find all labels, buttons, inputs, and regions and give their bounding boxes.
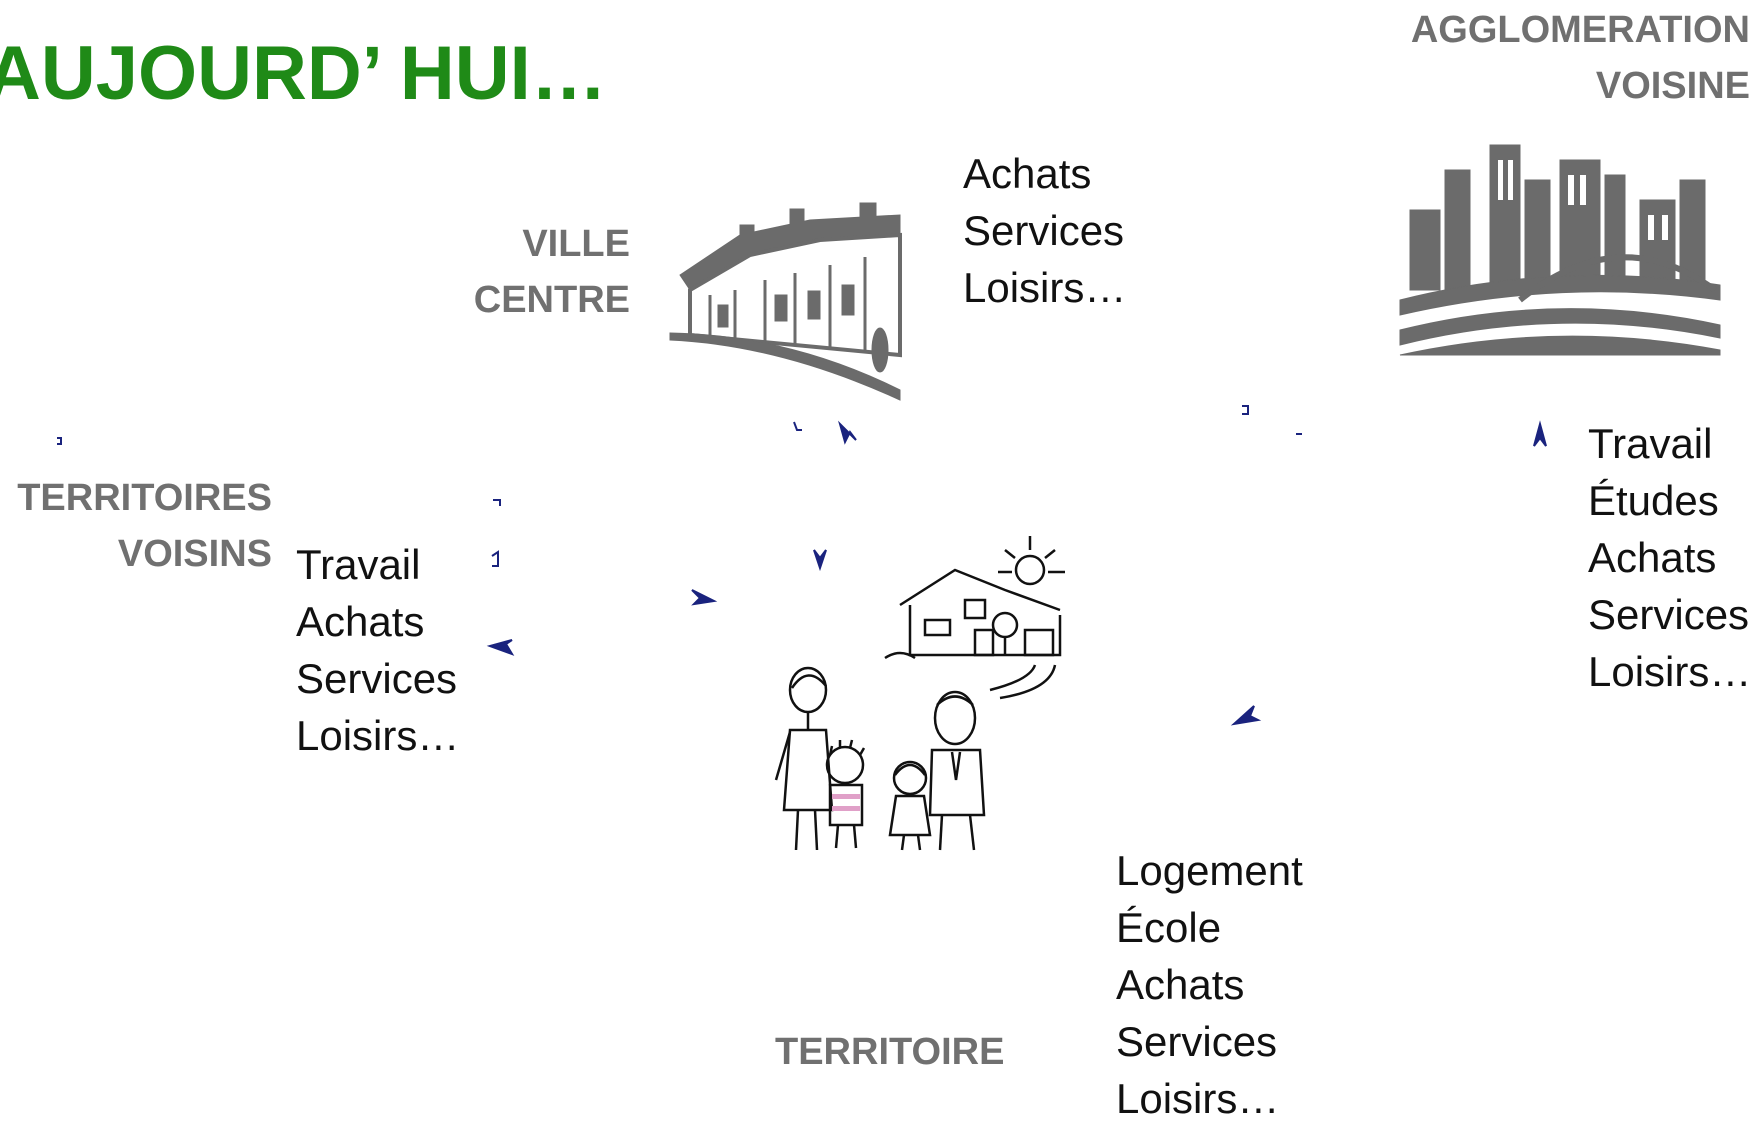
list-item: Achats (1588, 534, 1717, 581)
village-illustration (669, 202, 902, 401)
list-item: Loisirs… (296, 712, 460, 759)
list-item: Services (963, 207, 1125, 254)
agglomeration-label-line2: VOISINE (1595, 65, 1750, 107)
list-item: Services (1116, 1018, 1278, 1065)
family-illustration (774, 666, 986, 851)
list-item: Études (1588, 477, 1719, 524)
agglomeration-label-line1: AGGLOMERATION (1410, 9, 1750, 51)
territoires-voisins-label-line2: VOISINS (117, 533, 272, 575)
territoires-voisins-label: TERRITOIRES VOISINS (0, 470, 272, 582)
list-item: Achats (1116, 961, 1245, 1008)
list-item: Achats (296, 598, 425, 645)
ville-centre-list: Achats Services Loisirs… (963, 145, 1126, 316)
list-item: École (1116, 904, 1222, 951)
list-item: Travail (1588, 420, 1713, 467)
ville-centre-label: VILLE CENTRE (380, 216, 630, 328)
list-item: Services (1588, 591, 1750, 638)
list-item: Logement (1116, 847, 1303, 894)
city-illustration (1399, 144, 1721, 356)
house-illustration (884, 536, 1065, 700)
ville-centre-label-line2: CENTRE (473, 279, 630, 321)
page-title: AUJOURD’ HUI… (0, 31, 607, 116)
agglomeration-list: Travail Études Achats Services Loisirs… (1588, 415, 1751, 700)
list-item: Services (296, 655, 458, 702)
list-item: Loisirs… (1588, 648, 1752, 695)
territoire-list: Logement École Achats Services Loisirs… (1116, 842, 1303, 1127)
list-item: Loisirs… (963, 264, 1127, 311)
territoires-voisins-label-line1: TERRITOIRES (17, 477, 272, 519)
territoire-label: TERRITOIRE (775, 1031, 1005, 1073)
list-item: Travail (296, 541, 421, 588)
ville-centre-label-line1: VILLE (522, 223, 630, 265)
list-item: Achats (963, 150, 1092, 197)
territoires-voisins-list: Travail Achats Services Loisirs… (296, 536, 459, 764)
agglomeration-label: AGGLOMERATION VOISINE (1330, 2, 1750, 114)
